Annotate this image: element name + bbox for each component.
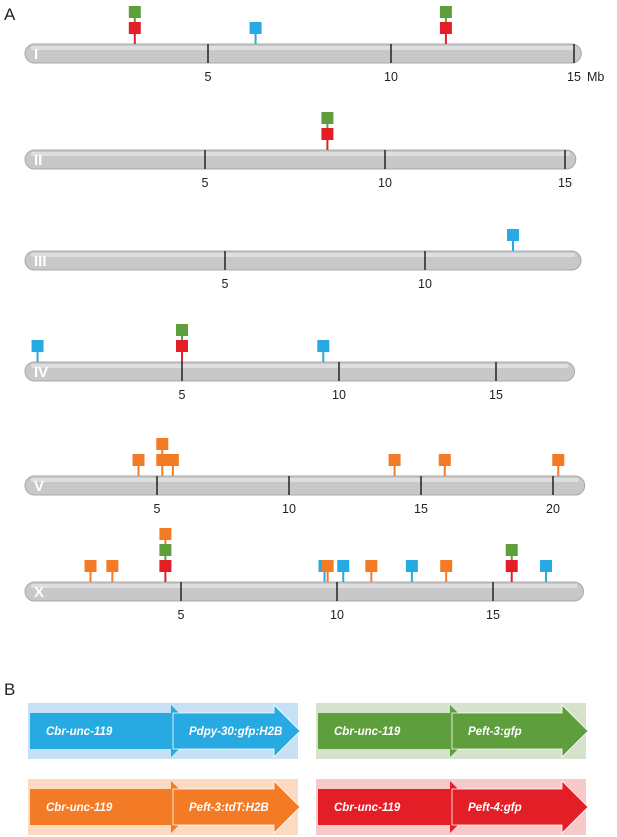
insertion-marker-blue [540, 560, 553, 572]
tick-label: 5 [154, 502, 161, 516]
chromosome-x: X 5 10 15 [24, 528, 584, 622]
insertion-marker-red [128, 22, 141, 34]
insertion-marker-orange [438, 454, 451, 466]
insertion-marker-orange [159, 528, 172, 540]
insertion-marker-orange [321, 560, 334, 572]
tick-label: 15 [567, 70, 581, 84]
insertion-marker-red [159, 560, 172, 572]
insertion-marker-blue [317, 340, 330, 352]
chromosome-name: X [34, 584, 44, 601]
chromosome-highlight [31, 584, 578, 588]
insertion-marker-orange [388, 454, 401, 466]
insertion-marker-orange [156, 438, 169, 450]
reporter-arrow [172, 704, 301, 758]
insertion-marker-blue [507, 229, 519, 241]
tick-label: 10 [384, 70, 398, 84]
chromosome-name: IV [34, 364, 48, 381]
chromosome-name: V [34, 478, 44, 495]
tick-label: 5 [205, 70, 212, 84]
construct-green: Cbr-unc-119 Peft-3:gfp [316, 703, 589, 759]
marker-arrow [318, 781, 476, 833]
insertion-marker-orange [156, 454, 169, 466]
unit-label: Mb [587, 70, 604, 84]
insertion-marker-green [159, 544, 172, 556]
insertion-marker-orange [84, 560, 97, 572]
construct-blue: Cbr-unc-119 Pdpy-30:gfp:H2B [28, 703, 301, 759]
marker-arrow [30, 705, 197, 757]
marker-arrow [30, 781, 197, 833]
reporter-arrow [451, 780, 589, 834]
insertion-marker-orange [365, 560, 378, 572]
tick-label: 10 [282, 502, 296, 516]
tick-label: 5 [178, 608, 185, 622]
tick-label: 5 [179, 388, 186, 402]
chromosome-name: III [34, 253, 47, 270]
tick-label: 15 [414, 502, 428, 516]
tick-label: 5 [202, 176, 209, 190]
insertion-marker-red [439, 22, 452, 34]
marker-label: Cbr-unc-119 [46, 802, 113, 814]
tick-label: 10 [378, 176, 392, 190]
marker-arrow [318, 705, 476, 757]
insertion-marker-orange [106, 560, 119, 572]
insertion-marker-orange [166, 454, 179, 466]
construct-orange: Cbr-unc-119 Peft-3:tdT:H2B [28, 779, 301, 835]
tick-label: 10 [418, 277, 432, 291]
tick-label: 5 [222, 277, 229, 291]
chromosome-highlight [31, 478, 579, 482]
panel-b-label: B [4, 680, 15, 699]
insertion-marker-blue [249, 22, 262, 34]
insertion-marker-green [505, 544, 518, 556]
reporter-label: Peft-4:gfp [468, 802, 522, 814]
insertion-marker-orange [552, 454, 565, 466]
chromosome-highlight [31, 364, 569, 368]
chromosome-highlight [31, 152, 570, 156]
insertion-marker-red [505, 560, 518, 572]
insertion-marker-green [439, 6, 452, 18]
reporter-arrow [172, 780, 301, 834]
insertion-marker-green [321, 112, 334, 124]
tick-label: 15 [558, 176, 572, 190]
tick-label: 10 [330, 608, 344, 622]
insertion-marker-red [176, 340, 188, 352]
marker-label: Cbr-unc-119 [334, 726, 401, 738]
reporter-arrow [451, 704, 589, 758]
tick-label: 20 [546, 502, 560, 516]
chromosome-ii: II 5 10 15 [24, 112, 577, 190]
chromosome-v: V 5 10 15 20 [24, 438, 586, 516]
marker-label: Cbr-unc-119 [46, 726, 113, 738]
reporter-label: Peft-3:tdT:H2B [189, 802, 269, 814]
chromosome-highlight [31, 46, 576, 50]
insertion-marker-blue [405, 560, 418, 572]
tick-label: 15 [489, 388, 503, 402]
chromosome-name: I [34, 46, 38, 63]
insertion-marker-orange [132, 454, 145, 466]
marker-label: Cbr-unc-119 [334, 802, 401, 814]
chromosome-highlight [31, 253, 575, 257]
chromosome-iv: IV 5 10 15 [24, 324, 575, 402]
insertion-marker-red [321, 128, 334, 140]
insertion-marker-green [128, 6, 141, 18]
chromosome-i: I 5 10 15 Mb [24, 6, 604, 84]
insertion-marker-blue [337, 560, 350, 572]
reporter-label: Pdpy-30:gfp:H2B [189, 726, 282, 738]
chromosome-name: II [34, 152, 42, 169]
construct-red: Cbr-unc-119 Peft-4:gfp [316, 779, 589, 835]
insertion-marker-blue [31, 340, 44, 352]
tick-label: 10 [332, 388, 346, 402]
insertion-marker-green [176, 324, 188, 336]
tick-label: 15 [486, 608, 500, 622]
insertion-marker-orange [440, 560, 453, 572]
chromosome-iii: III 5 10 [24, 229, 582, 291]
panel-a-label: A [4, 5, 16, 24]
reporter-label: Peft-3:gfp [468, 726, 522, 738]
